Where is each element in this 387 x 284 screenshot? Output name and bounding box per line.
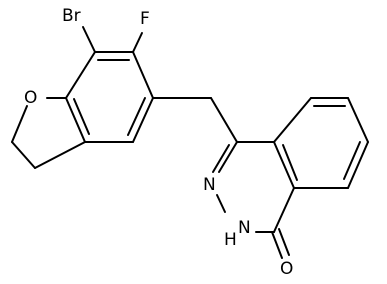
bond	[65, 97, 86, 143]
double-bond-inner	[73, 98, 90, 135]
methylene-bond	[210, 97, 238, 143]
dihydrofuran-ring	[11, 97, 86, 169]
bond	[132, 97, 154, 143]
furan-oxygen-atom-label: O	[24, 88, 37, 108]
br-bond	[82, 26, 96, 53]
double-bond-inner	[212, 144, 230, 173]
benzofuran-benzene-ring	[65, 51, 154, 143]
carbonyl-bond	[278, 228, 290, 256]
bond	[11, 141, 36, 169]
nh-nitrogen-atom-label: N	[238, 218, 251, 238]
f-bond	[132, 32, 143, 53]
double-bond-inner	[343, 141, 361, 180]
bond	[273, 187, 295, 233]
bond	[132, 51, 154, 99]
carbonyl-oxygen-atom-label: O	[280, 259, 293, 279]
carbonyl-bond	[271, 231, 283, 259]
fluorine-atom-label: F	[140, 9, 150, 29]
nitrogen-atom-label: N	[203, 175, 216, 195]
bond	[347, 141, 369, 189]
double-bond-inner	[127, 97, 146, 136]
phthalazinone-heterocycle	[212, 141, 295, 233]
bond	[34, 141, 86, 169]
bond	[218, 141, 238, 173]
bond	[216, 194, 226, 213]
bond	[11, 105, 28, 143]
nh-hydrogen-label: H	[224, 230, 237, 250]
bond	[273, 141, 295, 189]
bond	[347, 97, 369, 143]
bromine-atom-label: Br	[62, 6, 81, 26]
bond	[273, 97, 312, 143]
bond	[65, 51, 96, 99]
double-bond-inner	[282, 144, 298, 181]
phthalazinone-benzene-ring	[273, 97, 369, 189]
